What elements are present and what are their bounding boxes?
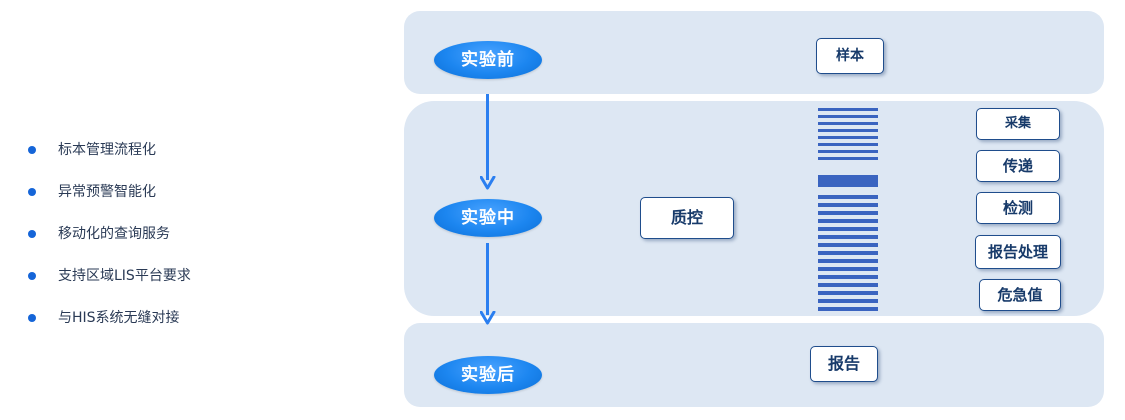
- stage-before-experiment: 实验前: [434, 41, 542, 79]
- stripe-line: [818, 150, 878, 153]
- bullet-dot-icon: [28, 314, 36, 322]
- stripe-line: [818, 283, 878, 287]
- stripe-line: [818, 307, 878, 311]
- bullet-dot-icon: [28, 146, 36, 154]
- stripe-line: [818, 267, 878, 271]
- arrow-shaft: [486, 243, 489, 315]
- stripe-line: [818, 195, 878, 199]
- step-critical-value-box: 危急值: [979, 279, 1061, 311]
- feature-text: 与HIS系统无缝对接: [58, 310, 180, 326]
- stripe-line: [818, 122, 878, 125]
- step-collect-box: 采集: [976, 108, 1060, 140]
- stripe-line: [818, 115, 878, 118]
- feature-item: 异常预警智能化: [24, 182, 191, 202]
- step-test-box: 检测: [976, 192, 1060, 224]
- stripe-line: [818, 291, 878, 295]
- stage-after-experiment: 实验后: [434, 356, 542, 394]
- stage-during-experiment: 实验中: [434, 199, 542, 237]
- quality-control-box: 质控: [640, 197, 734, 239]
- bullet-dot-icon: [28, 188, 36, 196]
- stripe-line: [818, 143, 878, 146]
- step-report-processing-box: 报告处理: [975, 235, 1061, 269]
- stripe-line: [818, 136, 878, 139]
- feature-item: 移动化的查询服务: [24, 224, 191, 244]
- stripe-line: [818, 175, 878, 187]
- bullet-dot-icon: [28, 230, 36, 238]
- stripe-line: [818, 129, 878, 132]
- feature-text: 异常预警智能化: [58, 184, 156, 200]
- arrow-shaft: [486, 94, 489, 180]
- stripe-line: [818, 211, 878, 215]
- stripe-line: [818, 243, 878, 247]
- stripe-line: [818, 259, 878, 263]
- feature-text: 标本管理流程化: [58, 142, 156, 158]
- step-transfer-box: 传递: [976, 150, 1060, 182]
- arrow-head-icon: [480, 311, 496, 325]
- feature-item: 标本管理流程化: [24, 140, 191, 160]
- report-box: 报告: [810, 346, 878, 382]
- feature-text: 支持区域LIS平台要求: [58, 268, 191, 284]
- feature-item: 与HIS系统无缝对接: [24, 308, 191, 328]
- stripe-line: [818, 227, 878, 231]
- feature-list: 标本管理流程化 异常预警智能化 移动化的查询服务 支持区域LIS平台要求 与HI…: [24, 140, 191, 350]
- feature-item: 支持区域LIS平台要求: [24, 266, 191, 286]
- stripe-line: [818, 219, 878, 223]
- stripe-line: [818, 299, 878, 303]
- arrow-head-icon: [480, 176, 496, 190]
- stripe-line: [818, 108, 878, 111]
- flow-arrow-down-icon: [480, 94, 496, 190]
- bullet-dot-icon: [28, 272, 36, 280]
- stripe-line: [818, 203, 878, 207]
- flow-arrow-down-icon: [480, 243, 496, 325]
- stripe-line: [818, 157, 878, 160]
- stripe-line: [818, 275, 878, 279]
- stripe-line: [818, 235, 878, 239]
- sample-box: 样本: [816, 38, 884, 74]
- feature-text: 移动化的查询服务: [58, 226, 170, 242]
- stripe-line: [818, 251, 878, 255]
